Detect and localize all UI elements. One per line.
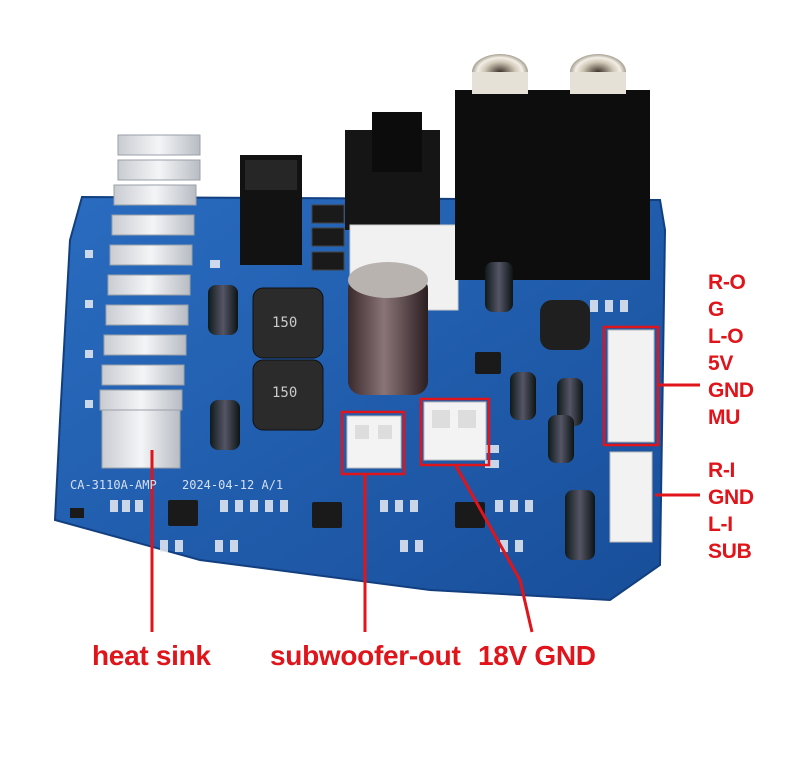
dc-power-jack: [240, 155, 302, 265]
main-capacitor: [348, 262, 428, 395]
silkscreen-date: 2024-04-12 A/1: [182, 478, 284, 492]
power-connector-box: [419, 397, 491, 467]
op-amp-chips: [70, 352, 501, 528]
label-heat-sink: heat sink: [92, 640, 211, 671]
pin-label-input-gnd: GND: [708, 486, 754, 509]
smd-inductors: [311, 204, 345, 271]
pin-label-output-l-o: L-O: [708, 325, 744, 348]
pin-label-input-l-i: L-I: [708, 513, 733, 536]
pin-label-output-r-o: R-O: [708, 271, 746, 294]
rca-jacks: [455, 54, 650, 280]
pin-label-output-mu: MU: [708, 406, 741, 429]
callout-lines: [150, 383, 700, 633]
power-inductors: [252, 287, 590, 431]
pin-label-output-gnd: GND: [708, 379, 754, 402]
inductor-marking-top: 150: [272, 315, 298, 331]
pin-label-output-g: G: [708, 298, 725, 321]
connector-output-6pin: [607, 329, 655, 443]
connector-subwoofer: [346, 415, 402, 469]
connector-input-4pin: [609, 451, 653, 543]
silkscreen-model: CA-3110A-AMP: [70, 478, 157, 492]
subwoofer-out-box: [340, 410, 406, 476]
small-capacitors: [208, 262, 595, 560]
smd-components: [85, 250, 628, 552]
label-subwoofer-out: subwoofer-out: [270, 640, 461, 671]
pin-label-input-sub: SUB: [708, 540, 752, 563]
heat-sink: [99, 134, 201, 469]
pin-label-input-r-i: R-I: [708, 459, 736, 482]
connector-power: [423, 401, 487, 461]
inductor-marking-bottom: 150: [272, 385, 298, 401]
label-18v-gnd: 18V GND: [478, 640, 596, 671]
pin-label-output-5v: 5V: [708, 352, 734, 375]
